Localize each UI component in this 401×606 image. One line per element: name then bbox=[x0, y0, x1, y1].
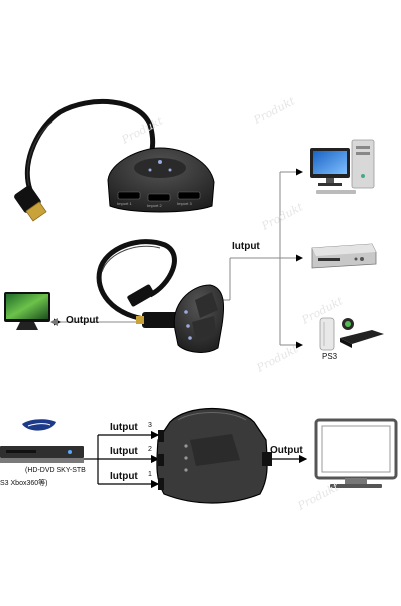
tv-icon-middle bbox=[4, 292, 50, 330]
middle-input-label: Iutput bbox=[232, 241, 260, 252]
input-2-label: Iutput bbox=[110, 446, 138, 457]
middle-output-label: Output bbox=[66, 315, 99, 326]
source-caption-line1: (HD-DVD SKY-STB bbox=[25, 467, 86, 474]
middle-switch-body bbox=[173, 284, 224, 353]
desktop-computer-icon bbox=[310, 139, 375, 194]
output-arrowhead-left bbox=[50, 318, 58, 326]
port-label-3: Import 3 bbox=[177, 201, 192, 206]
bottom-output-label: Output bbox=[270, 445, 303, 456]
port-label-2: Import 2 bbox=[147, 203, 162, 208]
bottom-hdmi-switch bbox=[156, 407, 272, 504]
input-2-number: 2 bbox=[148, 446, 152, 453]
input-1-label: Iutput bbox=[110, 471, 138, 482]
game-console-icon bbox=[319, 317, 384, 351]
top-hdmi-switch bbox=[14, 99, 215, 222]
middle-cable bbox=[96, 239, 177, 323]
port-label-1: Import 1 bbox=[117, 201, 132, 206]
monitor-outline-icon bbox=[314, 418, 398, 488]
ps3-label: PS3 bbox=[322, 352, 338, 361]
input-arrows bbox=[84, 430, 308, 489]
source-caption-line2: S3 Xbox360等) bbox=[0, 480, 48, 487]
dvd-player-icon bbox=[311, 243, 377, 269]
input-1-number: 1 bbox=[148, 471, 152, 478]
top-hdmi-plug bbox=[14, 185, 47, 222]
input-3-number: 3 bbox=[148, 422, 152, 429]
input-3-label: Iutput bbox=[110, 422, 138, 433]
bluray-player-icon bbox=[0, 419, 84, 463]
middle-hdmi-switch bbox=[96, 239, 224, 353]
